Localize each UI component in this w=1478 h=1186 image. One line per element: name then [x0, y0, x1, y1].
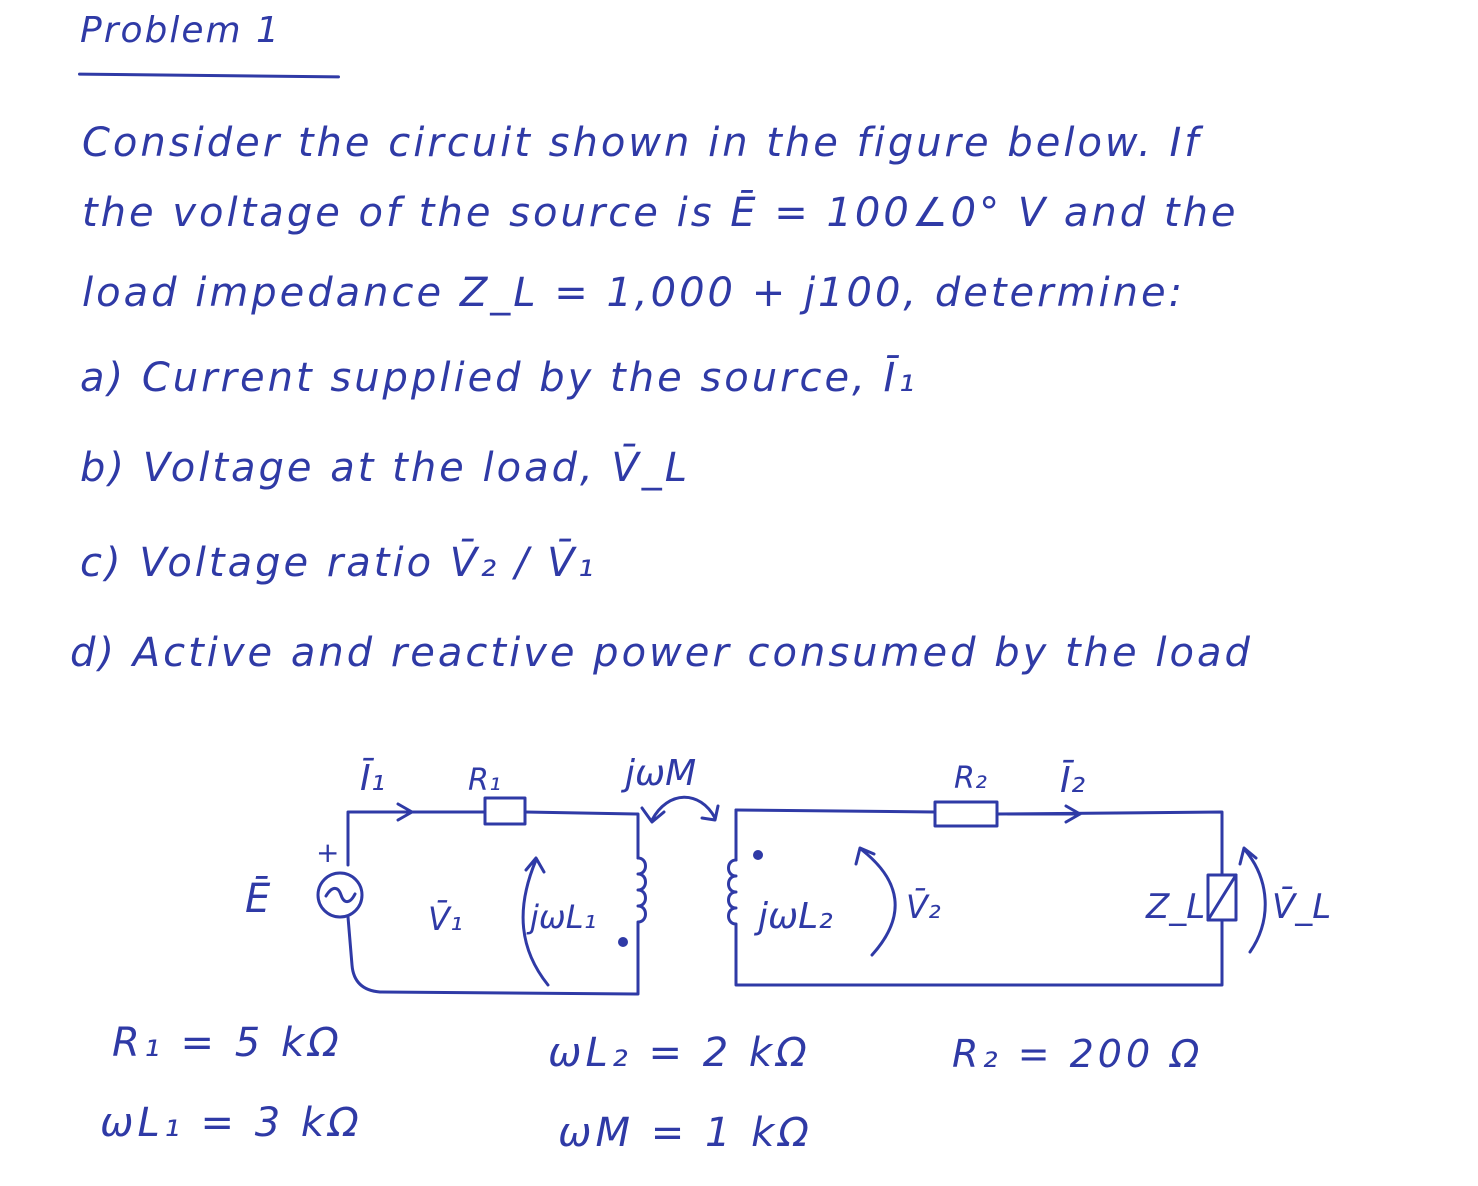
intro-line-2: the voltage of the source is Ē = 100∠0° … [82, 190, 1239, 236]
question-d: d) Active and reactive power consumed by… [70, 630, 1253, 676]
r2-label: R₂ [954, 761, 987, 796]
i1-arrow [358, 802, 414, 822]
right-top-wire-2 [995, 810, 1224, 877]
zl-diagonal [1206, 873, 1238, 922]
param-wl2: ωL₂ = 2 kΩ [548, 1030, 811, 1076]
r2-resistor [933, 800, 999, 828]
question-b: b) Voltage at the load, V̄_L [80, 445, 691, 491]
jwl1-label: jωL₁ [526, 898, 596, 936]
left-top-wire [346, 810, 487, 867]
v2-label: V̄₂ [906, 887, 941, 926]
i2-label: Ī₂ [1060, 760, 1085, 801]
zl-load [1206, 873, 1238, 922]
plus-label: + [316, 836, 339, 869]
intro-line-1: Consider the circuit shown in the figure… [82, 120, 1202, 166]
i2-arrow [1006, 804, 1082, 824]
question-a: a) Current supplied by the source, Ī₁ [80, 355, 918, 401]
left-top-wire-2 [523, 810, 640, 860]
param-wm: ωM = 1 kΩ [558, 1110, 813, 1156]
mutual-arrow [640, 795, 720, 824]
l1-dot [618, 937, 628, 947]
left-source-lower-wire [346, 915, 640, 996]
l2-dot [753, 850, 763, 860]
param-wl1: ωL₁ = 3 kΩ [100, 1100, 363, 1146]
source-tilde [324, 886, 357, 904]
right-top-wire [734, 808, 937, 814]
intro-line-3: load impedance Z_L = 1,000 + j100, deter… [82, 270, 1186, 316]
l1-coil [636, 856, 647, 942]
r1-label: R₁ [468, 763, 501, 798]
zl-label: Z_L [1145, 887, 1205, 927]
problem-title: Problem 1 [80, 10, 281, 51]
jwm-label: jωM [620, 753, 696, 794]
jwl2-label: jωL₂ [753, 896, 833, 937]
i1-label: Ī₁ [360, 758, 385, 799]
vl-label: V̄_L [1272, 886, 1331, 927]
voltage-source [316, 871, 364, 919]
param-r1: R₁ = 5 kΩ [112, 1020, 343, 1066]
source-label: Ē [245, 875, 271, 922]
r1-resistor [483, 796, 527, 826]
l2-coil [727, 858, 738, 942]
question-c: c) Voltage ratio V̄₂ / V̄₁ [80, 540, 597, 586]
param-r2: R₂ = 200 Ω [952, 1032, 1204, 1076]
v1-arrow [521, 856, 550, 987]
right-left-wire [734, 808, 1224, 987]
v1-label: V̄₁ [428, 899, 463, 938]
vl-arrow [1238, 846, 1267, 954]
v2-arrow [854, 846, 897, 957]
